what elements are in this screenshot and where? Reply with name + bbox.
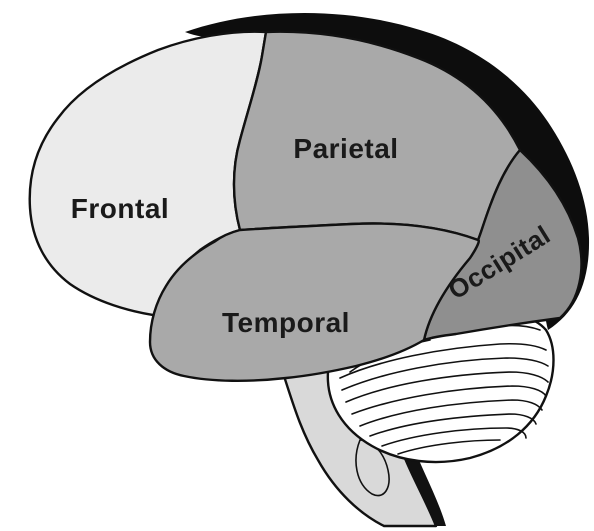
temporal-label: Temporal — [222, 307, 350, 338]
frontal-label: Frontal — [71, 193, 169, 224]
parietal-label: Parietal — [293, 133, 398, 164]
